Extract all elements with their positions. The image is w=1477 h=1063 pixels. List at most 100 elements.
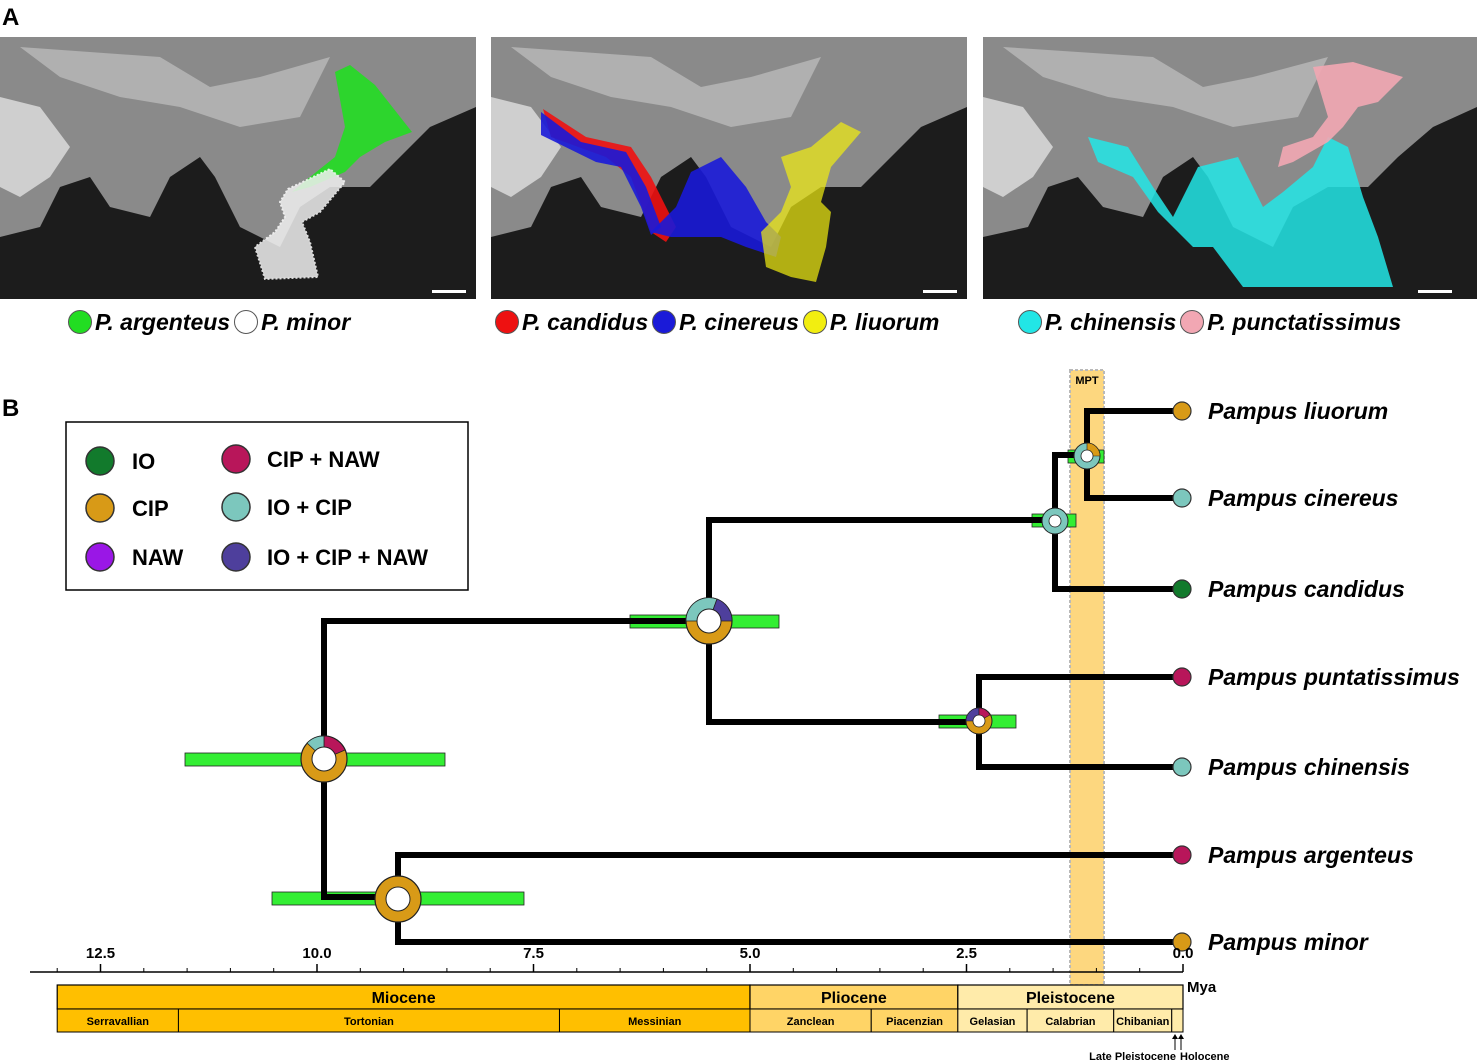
ancestral-area-node xyxy=(965,707,993,735)
ancestral-area-node xyxy=(685,597,733,645)
area-legend-swatch-icon xyxy=(221,542,251,572)
legend-label: P. punctatissimus xyxy=(1207,308,1402,335)
legend-item-punctatissimus: P. punctatissimus xyxy=(1180,309,1401,336)
epoch-label: Pliocene xyxy=(821,990,887,1007)
range-map-candidus-cinereus-liuorum xyxy=(491,37,967,299)
axis-tick: 0.0 xyxy=(1173,945,1194,972)
range-map-argenteus-minor xyxy=(0,37,476,299)
tip-label: Pampus minor xyxy=(1208,929,1369,955)
area-legend-swatch-icon xyxy=(85,542,115,572)
legend-item-cinereus: P. cinereus xyxy=(652,309,799,336)
svg-text:0.0: 0.0 xyxy=(1173,945,1194,962)
stage-label: Tortonian xyxy=(344,1016,394,1028)
area-legend-label: IO + CIP xyxy=(267,495,352,520)
mpt-label: MPT xyxy=(1075,375,1099,387)
stage-label: Zanclean xyxy=(787,1016,835,1028)
area-legend-label: NAW xyxy=(132,545,184,570)
holocene-label: Holocene xyxy=(1180,1051,1230,1063)
tip: Pampus puntatissimus xyxy=(1172,664,1460,690)
legend-label: P. chinensis xyxy=(1045,308,1177,335)
svg-text:10.0: 10.0 xyxy=(302,945,331,962)
boundary-arrows: Late Pleistocene Holocene xyxy=(1089,1034,1230,1063)
axis-tick: 5.0 xyxy=(740,945,761,972)
tip: Pampus minor xyxy=(1172,929,1369,955)
tip-label: Pampus chinensis xyxy=(1208,754,1410,780)
epoch-label: Miocene xyxy=(372,990,436,1007)
map-legend-3: P. chinensis P. punctatissimus xyxy=(1018,306,1405,338)
legend-label: P. cinereus xyxy=(679,308,799,335)
svg-text:2.5: 2.5 xyxy=(956,945,977,962)
axis-tick: 12.5 xyxy=(86,945,115,972)
tip-area-icon xyxy=(1172,401,1192,421)
tip-area-icon xyxy=(1172,488,1192,508)
legend-swatch-icon xyxy=(1018,310,1042,334)
area-legend-item: IO + CIP + NAW xyxy=(221,542,428,572)
phylogeny-diagram: MPT IO CIP NAW CIP + NAW IO + CIP IO + C… xyxy=(30,369,1460,1063)
epoch-bar: Miocene Pliocene Pleistocene xyxy=(56,984,1184,1010)
legend-label: P. minor xyxy=(261,308,351,335)
stage-label: Calabrian xyxy=(1045,1016,1095,1028)
area-legend-item: CIP xyxy=(85,493,169,523)
legend-swatch-icon xyxy=(802,310,827,334)
area-legend xyxy=(65,421,469,591)
legend-item-argenteus: P. argenteus xyxy=(68,309,230,336)
tip-label: Pampus argenteus xyxy=(1208,842,1414,868)
tip: Pampus candidus xyxy=(1172,576,1405,602)
legend-item-candidus: P. candidus xyxy=(495,309,648,336)
axis-tick: 7.5 xyxy=(523,945,544,972)
svg-text:7.5: 7.5 xyxy=(523,945,544,962)
map-legend-2: P. candidus P. cinereus P. liuorum xyxy=(495,306,943,338)
late-pleistocene-label: Late Pleistocene xyxy=(1089,1051,1176,1063)
legend-swatch-icon xyxy=(652,310,677,334)
tip-label: Pampus candidus xyxy=(1208,576,1405,602)
area-legend-swatch-icon xyxy=(85,446,115,476)
ancestral-area-node xyxy=(374,875,422,923)
stage-label: Messinian xyxy=(628,1016,681,1028)
tip-label: Pampus cinereus xyxy=(1208,485,1398,511)
legend-label: P. liuorum xyxy=(829,308,940,335)
legend-item-minor: P. minor xyxy=(234,309,350,336)
legend-swatch-icon xyxy=(495,310,519,334)
map-legend-1: P. argenteus P. minor xyxy=(68,306,354,338)
area-legend-swatch-icon xyxy=(85,493,115,523)
svg-text:12.5: 12.5 xyxy=(86,945,115,962)
legend-swatch-icon xyxy=(68,310,92,334)
svg-text:5.0: 5.0 xyxy=(740,945,761,962)
area-legend-swatch-icon xyxy=(221,444,251,474)
tip: Pampus argenteus xyxy=(1172,842,1414,868)
map-artwork xyxy=(491,37,967,299)
stage-cell xyxy=(1171,1008,1184,1033)
tip-area-icon xyxy=(1172,757,1192,777)
area-legend-item: IO xyxy=(85,446,155,476)
map-artwork xyxy=(983,37,1477,299)
epoch-label: Pleistocene xyxy=(1026,990,1115,1007)
range-map-chinensis-punctatissimus xyxy=(983,37,1477,299)
area-legend-swatch-icon xyxy=(221,492,251,522)
legend-label: P. argenteus xyxy=(95,308,231,335)
area-legend-item: CIP + NAW xyxy=(221,444,380,474)
tip-label: Pampus liuorum xyxy=(1208,398,1388,424)
tip: Pampus cinereus xyxy=(1172,485,1398,511)
axis-tick: 10.0 xyxy=(302,945,332,972)
axis-tick: 2.5 xyxy=(956,945,977,972)
area-legend-label: IO + CIP + NAW xyxy=(267,545,428,570)
area-legend-label: CIP + NAW xyxy=(267,447,380,472)
legend-item-chinensis: P. chinensis xyxy=(1018,309,1176,336)
tree-branches xyxy=(321,408,1185,945)
legend-label: P. candidus xyxy=(522,308,649,335)
time-axis: 12.5 10.0 7.5 5.0 2.5 0.0 Mya xyxy=(30,945,1217,996)
panel-letter-b: B xyxy=(2,395,20,422)
area-legend-label: IO xyxy=(132,449,155,474)
tip-label: Pampus puntatissimus xyxy=(1208,664,1460,690)
stage-label: Gelasian xyxy=(970,1016,1016,1028)
ancestral-area-node xyxy=(1073,442,1101,470)
stage-label: Piacenzian xyxy=(886,1016,943,1028)
tip-area-icon xyxy=(1172,932,1192,952)
tip-area-icon xyxy=(1172,667,1192,687)
tip: Pampus chinensis xyxy=(1172,754,1410,780)
area-legend-label: CIP xyxy=(132,496,169,521)
tip-area-icon xyxy=(1172,845,1192,865)
map-artwork xyxy=(0,37,476,299)
area-legend-item: IO + CIP xyxy=(221,492,352,522)
stage-label: Chibanian xyxy=(1116,1016,1169,1028)
